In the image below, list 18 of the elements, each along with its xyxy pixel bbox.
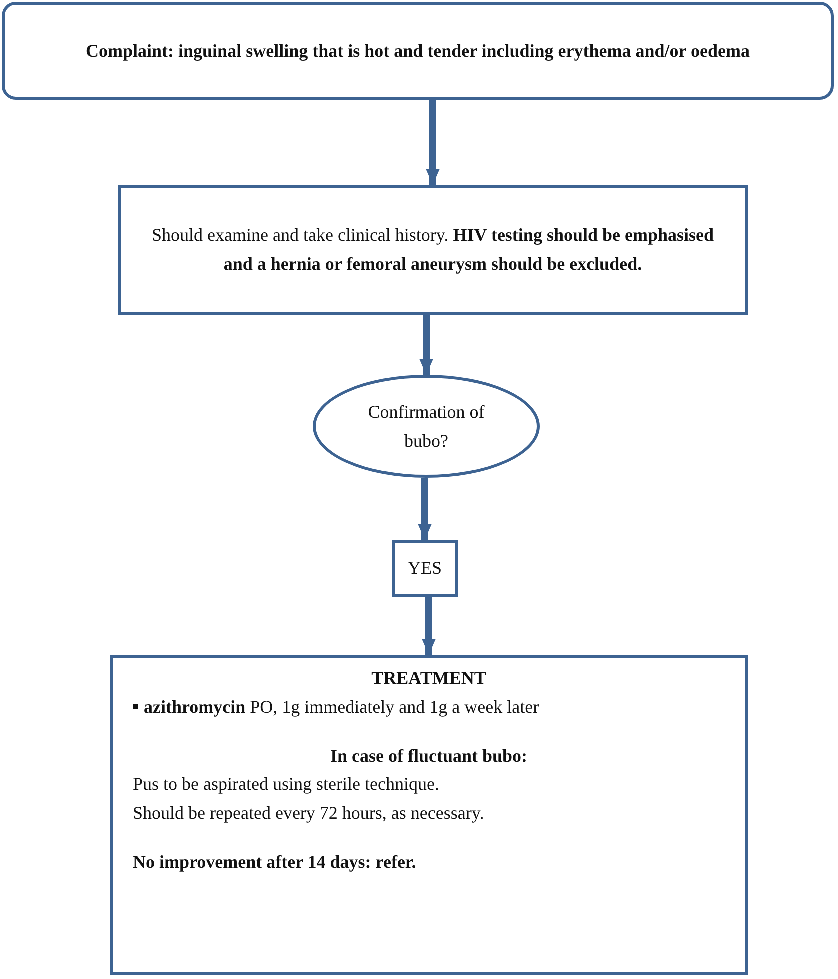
complaint-box bbox=[2, 2, 834, 100]
treatment-item: azithromycin PO, 1g immediately and 1g a week later bbox=[144, 696, 540, 719]
arrow bbox=[418, 478, 432, 540]
process-box bbox=[118, 185, 748, 315]
referral-note: No improvement after 14 days: refer. bbox=[133, 850, 418, 874]
instruction-text: Should be repeated every 72 hours, as necessary. bbox=[133, 802, 486, 826]
decision-answer: YES bbox=[408, 557, 442, 580]
instruction-text: Should examine and take clinical history. HIV testing should be emphasised and a hernia or femoral aneurysm should be excluded. bbox=[151, 224, 715, 276]
arrow bbox=[426, 100, 440, 185]
treatment-box bbox=[110, 655, 748, 975]
answer-box bbox=[392, 540, 458, 597]
treatment-heading: TREATMENT bbox=[370, 667, 488, 690]
arrow bbox=[420, 315, 434, 375]
complaint-text: Complaint: inguinal swelling that is hot and tender including erythema and/or oedema bbox=[86, 40, 750, 63]
instruction-text: Pus to be aspirated using sterile technique. bbox=[133, 773, 440, 796]
arrow bbox=[422, 597, 436, 655]
subheading: In case of fluctuant bubo: bbox=[329, 744, 529, 768]
decision-question: Confirmation of bubo? bbox=[367, 400, 486, 452]
